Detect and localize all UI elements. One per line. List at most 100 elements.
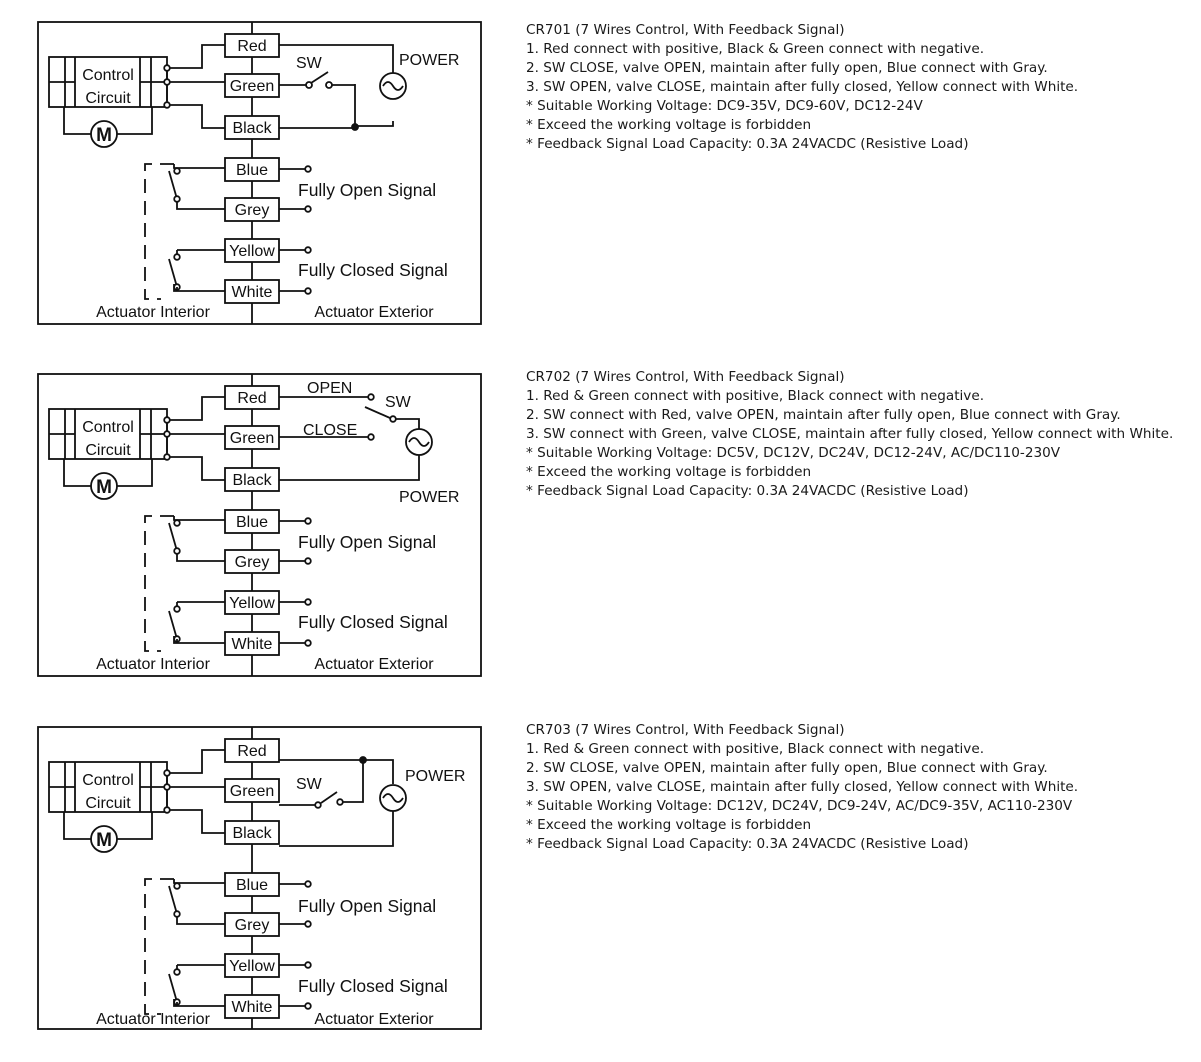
wire-yellow: Yellow — [224, 953, 280, 978]
circuit-label: Circuit — [85, 795, 131, 812]
wire-white: White — [224, 994, 280, 1019]
svg-text:Green: Green — [230, 430, 274, 447]
wire-yellow: Yellow — [224, 590, 280, 615]
svg-text:M: M — [96, 125, 112, 146]
diagram-frame — [37, 373, 482, 677]
power-source-icon — [405, 428, 433, 456]
svg-text:Blue: Blue — [236, 162, 268, 179]
motor-symbol: M — [63, 812, 153, 853]
wire-blue: Blue — [224, 157, 280, 182]
wire-black: Black — [224, 467, 280, 492]
wire-green: Green — [224, 73, 280, 98]
svg-text:Yellow: Yellow — [229, 243, 275, 260]
fully-open-signal-label: Fully Open Signal — [298, 180, 436, 200]
close-label: CLOSE — [303, 422, 357, 439]
load-capacity-note: * Feedback Signal Load Capacity: 0.3A 24… — [526, 136, 969, 152]
model-title: CR702 (7 Wires Control, With Feedback Si… — [526, 369, 845, 385]
svg-text:Blue: Blue — [236, 877, 268, 894]
actuator-exterior-label: Actuator Exterior — [314, 304, 434, 321]
wire-red: Red — [224, 738, 280, 763]
control-circuit-block: Control Circuit — [48, 56, 168, 108]
actuator-exterior-label: Actuator Exterior — [314, 1011, 434, 1028]
wiring-diagram-cr701: Control Circuit M Red Green Black SW POW… — [37, 21, 483, 325]
svg-text:Red: Red — [237, 38, 266, 55]
control-label: Control — [82, 419, 134, 436]
svg-text:Black: Black — [232, 472, 272, 489]
feedback-switch-housing — [144, 515, 174, 652]
power-source-icon — [379, 784, 407, 812]
wire-green: Green — [224, 778, 280, 803]
feedback-switch-housing — [144, 163, 174, 300]
svg-text:White: White — [232, 999, 273, 1016]
cr701-description: CR701 (7 Wires Control, With Feedback Si… — [526, 21, 1186, 154]
instruction-line: 2. SW CLOSE, valve OPEN, maintain after … — [526, 60, 1048, 76]
svg-text:White: White — [232, 284, 273, 301]
svg-text:M: M — [96, 830, 112, 851]
actuator-interior-label: Actuator Interior — [96, 304, 211, 321]
svg-text:M: M — [96, 477, 112, 498]
power-label: POWER — [399, 489, 459, 506]
wire-white: White — [224, 631, 280, 656]
circuit-label: Circuit — [85, 90, 131, 107]
load-capacity-note: * Feedback Signal Load Capacity: 0.3A 24… — [526, 483, 969, 499]
instruction-line: 1. Red & Green connect with positive, Bl… — [526, 388, 985, 404]
actuator-interior-label: Actuator Interior — [96, 656, 211, 673]
wire-grey: Grey — [224, 912, 280, 937]
power-label: POWER — [399, 52, 459, 69]
svg-text:Green: Green — [230, 78, 274, 95]
sw-label: SW — [296, 55, 323, 72]
svg-text:Blue: Blue — [236, 514, 268, 531]
voltage-note: * Suitable Working Voltage: DC9-35V, DC9… — [526, 98, 923, 114]
sw-label: SW — [296, 776, 323, 793]
actuator-exterior-label: Actuator Exterior — [314, 656, 434, 673]
motor-symbol: M — [63, 107, 153, 148]
svg-text:Yellow: Yellow — [229, 958, 275, 975]
svg-text:Grey: Grey — [235, 917, 270, 934]
svg-text:Red: Red — [237, 390, 266, 407]
svg-text:Grey: Grey — [235, 554, 270, 571]
instruction-line: 2. SW connect with Red, valve OPEN, main… — [526, 407, 1121, 423]
wire-yellow: Yellow — [224, 238, 280, 263]
wire-white: White — [224, 279, 280, 304]
diagram-frame — [37, 726, 482, 1030]
feedback-switch-housing — [144, 878, 174, 1015]
power-source-icon — [379, 72, 407, 100]
svg-text:Red: Red — [237, 743, 266, 760]
instruction-line: 3. SW OPEN, valve CLOSE, maintain after … — [526, 779, 1079, 795]
voltage-note: * Suitable Working Voltage: DC5V, DC12V,… — [526, 445, 1061, 461]
instruction-line: 3. SW OPEN, valve CLOSE, maintain after … — [526, 79, 1079, 95]
power-label: POWER — [405, 768, 465, 785]
fully-closed-signal-label: Fully Closed Signal — [298, 612, 448, 632]
wire-blue: Blue — [224, 509, 280, 534]
motor-symbol: M — [63, 459, 153, 500]
warning-note: * Exceed the working voltage is forbidde… — [526, 117, 812, 133]
model-title: CR701 (7 Wires Control, With Feedback Si… — [526, 22, 845, 38]
fully-open-signal-label: Fully Open Signal — [298, 532, 436, 552]
control-label: Control — [82, 67, 134, 84]
cr702-description: CR702 (7 Wires Control, With Feedback Si… — [526, 368, 1186, 501]
wire-black: Black — [224, 820, 280, 845]
svg-text:Green: Green — [230, 783, 274, 800]
wiring-diagram-cr702: Control Circuit M Red Green Black OPEN C… — [37, 373, 483, 677]
fully-closed-signal-label: Fully Closed Signal — [298, 976, 448, 996]
instruction-line: 1. Red & Green connect with positive, Bl… — [526, 741, 985, 757]
control-circuit-block: Control Circuit — [48, 408, 168, 460]
circuit-label: Circuit — [85, 442, 131, 459]
control-circuit-block: Control Circuit — [48, 761, 168, 813]
diagram-frame — [37, 21, 482, 325]
warning-note: * Exceed the working voltage is forbidde… — [526, 464, 812, 480]
instruction-line: 1. Red connect with positive, Black & Gr… — [526, 41, 985, 57]
load-capacity-note: * Feedback Signal Load Capacity: 0.3A 24… — [526, 836, 969, 852]
voltage-note: * Suitable Working Voltage: DC12V, DC24V… — [526, 798, 1073, 814]
wire-red: Red — [224, 385, 280, 410]
wiring-diagram-cr703: Control Circuit M Red Green Black SW POW… — [37, 726, 483, 1030]
cr703-description: CR703 (7 Wires Control, With Feedback Si… — [526, 721, 1186, 854]
actuator-interior-label: Actuator Interior — [96, 1011, 211, 1028]
svg-text:Yellow: Yellow — [229, 595, 275, 612]
svg-text:Black: Black — [232, 120, 272, 137]
model-title: CR703 (7 Wires Control, With Feedback Si… — [526, 722, 845, 738]
instruction-line: 3. SW connect with Green, valve CLOSE, m… — [526, 426, 1174, 442]
wire-green: Green — [224, 425, 280, 450]
wire-grey: Grey — [224, 197, 280, 222]
control-label: Control — [82, 772, 134, 789]
